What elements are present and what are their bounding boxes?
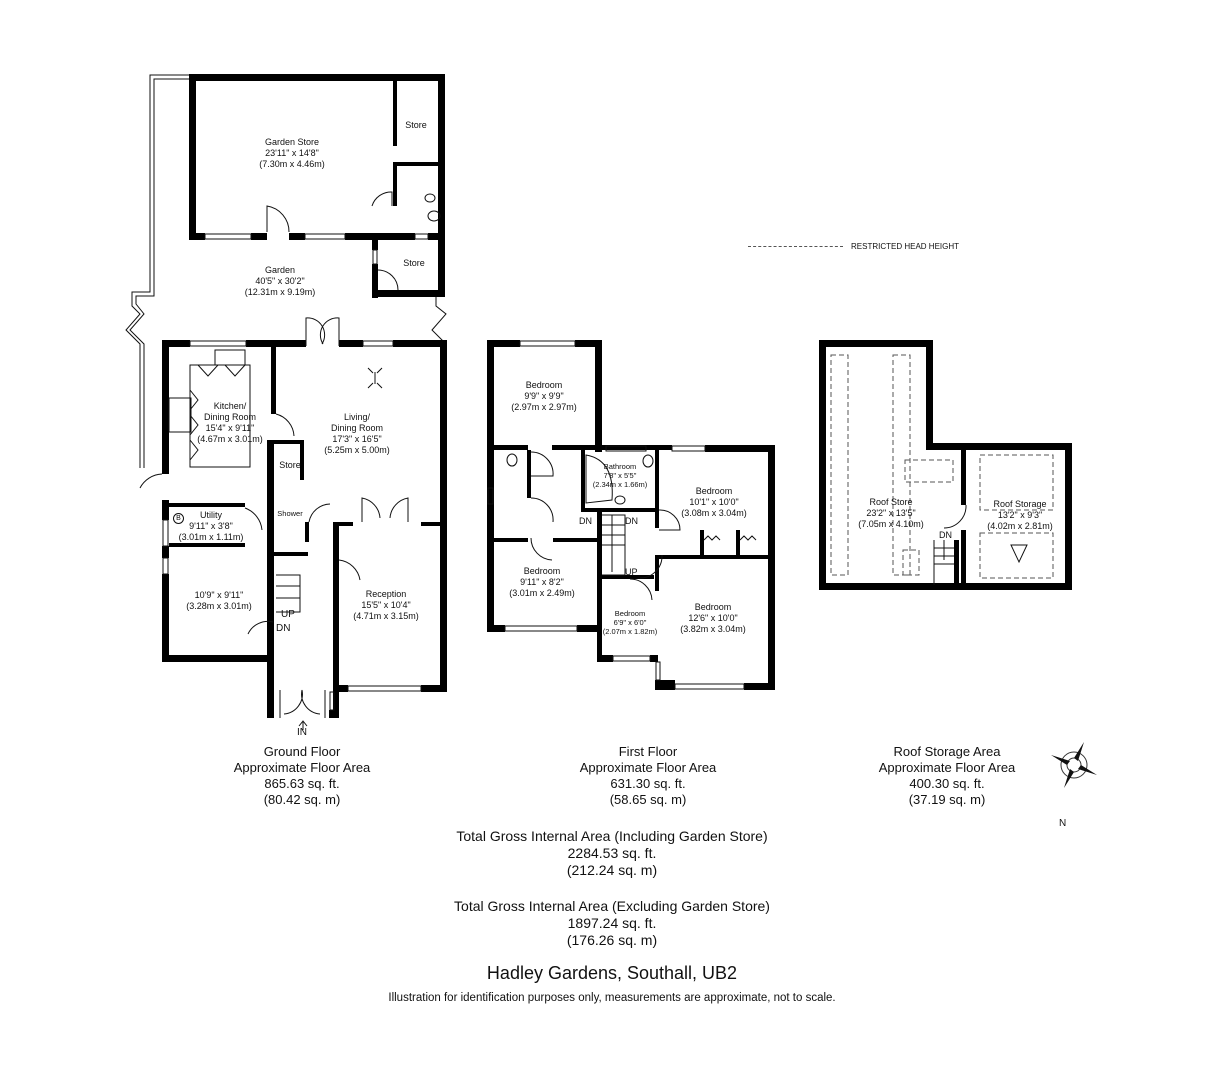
room-store-hall: Store (279, 460, 301, 470)
room-utility: Utility 9'11" x 3'8" (3.01m x 1.11m) (178, 510, 244, 542)
room-bedroom-3: Bedroom 9'11" x 8'2" (3.01m x 2.49m) (509, 566, 575, 598)
roof-stairs-down-marker: DN (939, 530, 952, 540)
room-roof-store: Roof Store 23'2" x 13'5" (7.05m x 4.10m) (858, 497, 924, 529)
room-reception: Reception 15'5" x 10'4" (4.71m x 3.15m) (353, 589, 419, 621)
room-bathroom: Bathroom 7'8" x 5'5" (2.34m x 1.66m) (592, 462, 648, 489)
first-floor-summary: First Floor Approximate Floor Area 631.3… (579, 744, 717, 807)
room-garden: Garden 40'5" x 30'2" (12.31m x 9.19m) (244, 265, 316, 297)
boiler-icon: B (173, 513, 184, 524)
dashed-line-icon (748, 246, 843, 247)
restricted-head-height-legend: RESTRICTED HEAD HEIGHT (748, 242, 959, 251)
room-bedroom-2: Bedroom 10'1" x 10'0" (3.08m x 3.04m) (681, 486, 747, 518)
stairs-up-marker: UP (281, 609, 295, 620)
property-address: Hadley Gardens, Southall, UB2 (486, 963, 738, 983)
total-area-excluding-garden-store: Total Gross Internal Area (Excluding Gar… (454, 898, 770, 948)
stairs-down-marker: DN (276, 623, 291, 634)
legend-label: RESTRICTED HEAD HEIGHT (851, 242, 960, 251)
room-bedroom-4: Bedroom 6'9" x 6'0" (2.07m x 1.82m) (602, 609, 658, 636)
room-bedroom-1: Bedroom 9'9" x 9'9" (2.97m x 2.97m) (511, 380, 577, 412)
stairs-up-marker: UP (625, 567, 638, 577)
disclaimer: Illustration for identification purposes… (388, 992, 836, 1004)
roof-floor-summary: Roof Storage Area Approximate Floor Area… (878, 744, 1016, 807)
roof-floor-walls (819, 340, 1072, 590)
room-store-bottom: Store (403, 258, 425, 268)
stairs-down-marker-2: DN (625, 516, 638, 526)
garden-store-walls (189, 74, 445, 298)
north-label: N (1059, 818, 1067, 829)
room-shower: Shower (277, 509, 303, 518)
ground-floor-walls (162, 340, 447, 718)
room-unnamed: 10'9" x 9'11" (3.28m x 3.01m) (186, 590, 252, 611)
ground-floor-summary: Ground Floor Approximate Floor Area 865.… (233, 744, 371, 807)
room-living-dining: Living/ Dining Room 17'3" x 16'5" (5.25m… (324, 412, 390, 455)
stairs-down-marker-1: DN (579, 516, 592, 526)
room-bedroom-5: Bedroom 12'6" x 10'0" (3.82m x 3.04m) (680, 602, 746, 634)
room-garden-store: Garden Store 23'11" x 14'8" (7.30m x 4.4… (259, 137, 325, 169)
first-floor-walls (487, 340, 775, 690)
entrance-marker: IN (297, 727, 307, 738)
room-store-top: Store (405, 120, 427, 130)
compass-rose (1051, 742, 1097, 788)
total-area-including-garden-store: Total Gross Internal Area (Including Gar… (456, 828, 768, 878)
room-roof-storage: Roof Storage 13'2" x 9'3" (4.02m x 2.81m… (987, 499, 1053, 531)
room-kitchen-dining: Kitchen/ Dining Room 15'4" x 9'11" (4.67… (197, 401, 263, 444)
